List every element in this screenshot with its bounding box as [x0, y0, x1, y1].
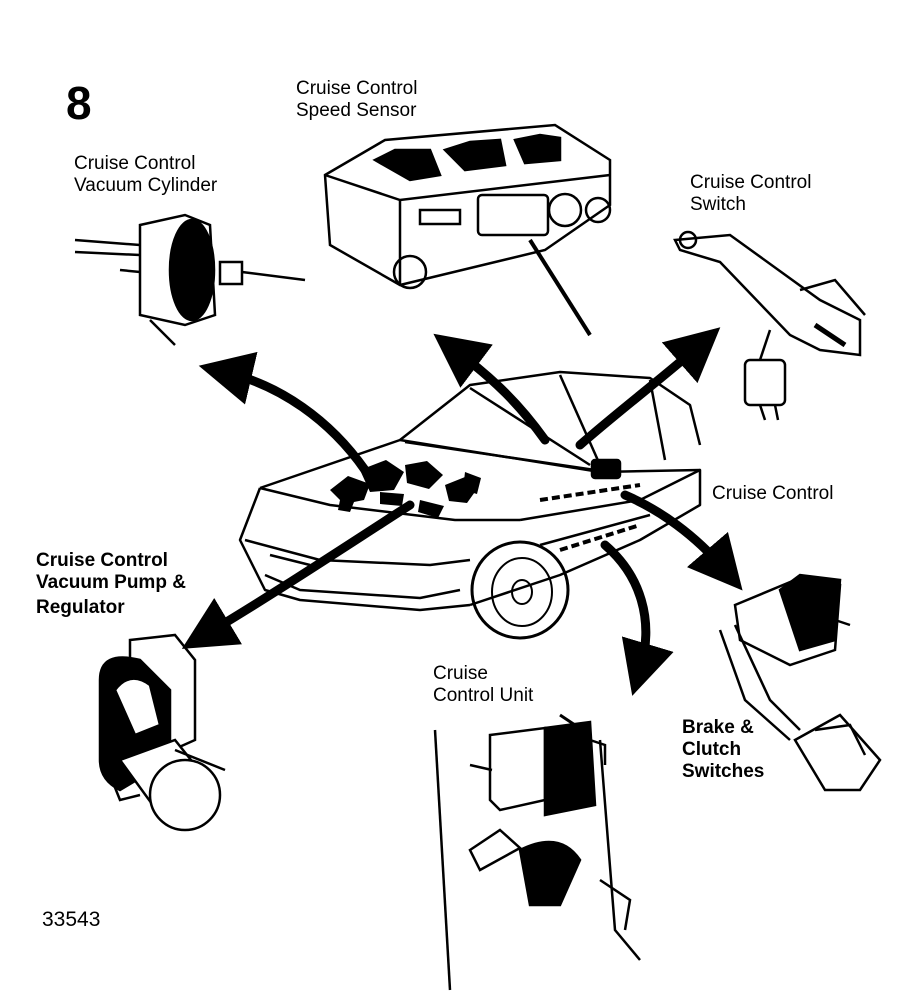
label-control-switch: Cruise Control Switch [690, 172, 811, 216]
label-vacuum-pump: Cruise Control Vacuum Pump & Regulator [36, 550, 186, 619]
vacuum-pump-drawing [98, 633, 226, 832]
label-speed-sensor: Cruise Control Speed Sensor [296, 78, 417, 122]
vacuum-cylinder-drawing [74, 213, 306, 346]
label-brake-clutch-line2: Clutch [682, 739, 742, 760]
reference-number: 33543 [42, 908, 101, 931]
label-control-unit-line1: Cruise [433, 663, 488, 684]
label-vacuum-pump-line2: Vacuum Pump & [36, 572, 186, 593]
label-vacuum-pump-line1: Cruise Control [36, 550, 168, 571]
label-vacuum-pump-line3: Regulator [36, 597, 125, 618]
label-vacuum-cylinder: Cruise Control Vacuum Cylinder [74, 153, 217, 197]
pointer-arrows [181, 327, 743, 696]
brake-clutch-drawing [718, 573, 882, 792]
label-control-switch-line1: Cruise Control [690, 172, 812, 193]
label-brake-clutch: Brake & Clutch Switches [682, 717, 764, 783]
label-speed-sensor-line2: Speed Sensor [296, 100, 417, 121]
label-control-switch-line2: Switch [690, 194, 746, 215]
figure-number: 8 [66, 77, 92, 129]
label-cruise-control: Cruise Control [712, 483, 833, 505]
control-unit-drawing [433, 713, 641, 991]
speed-sensor-drawing [323, 123, 612, 337]
label-brake-clutch-line3: Switches [682, 761, 765, 782]
label-vacuum-cylinder-line2: Vacuum Cylinder [74, 175, 218, 196]
switch-drawing [673, 230, 866, 421]
label-brake-clutch-line1: Brake & [682, 717, 754, 738]
label-control-unit: Cruise Control Unit [433, 663, 533, 707]
label-vacuum-cylinder-line1: Cruise Control [74, 153, 196, 174]
label-speed-sensor-line1: Cruise Control [296, 78, 418, 99]
label-cruise-control-line1: Cruise Control [712, 483, 834, 504]
label-control-unit-line2: Control Unit [433, 685, 534, 706]
